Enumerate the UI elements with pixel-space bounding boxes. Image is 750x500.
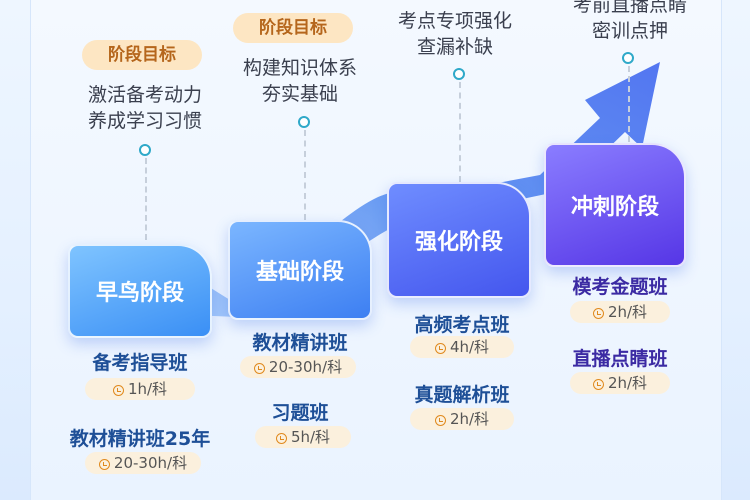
connector-line-3 [459,82,461,182]
course-hours-2-2: 5h/科 [255,426,351,448]
course-hours-1-1: 1h/科 [85,378,195,400]
goal-text-1-line-2: 养成学习习惯 [87,110,202,132]
goal-text-3-line-2: 查漏补缺 [416,36,493,58]
connector-line-2 [304,130,306,220]
course-hours-3-1: 4h/科 [410,336,514,358]
goal-text-2-line-1: 构建知识体系 [242,57,357,79]
goal-text-1-line-1: 激活备考动力 [87,84,202,106]
course-hours-4-2: 2h/科 [570,372,670,394]
course-1-1[interactable]: 备考指导班 [92,352,188,374]
connector-line-1 [145,158,147,240]
dot-icon [453,68,465,80]
hours-text: 1h/科 [127,380,168,398]
clock-icon [434,415,446,426]
stage-card-sprint[interactable]: 冲刺阶段 [544,143,686,267]
stage-card-early-bird[interactable]: 早鸟阶段 [68,244,212,338]
clock-icon [112,385,124,396]
clock-icon [434,343,446,354]
connector-line-4 [628,66,630,142]
course-1-2[interactable]: 教材精讲班25年 [69,428,211,450]
course-3-2[interactable]: 真题解析班 [414,384,510,406]
course-2-2[interactable]: 习题班 [271,402,329,424]
hours-text: 20-30h/科 [268,358,343,376]
clock-icon [275,433,287,444]
course-2-1[interactable]: 教材精讲班 [252,332,348,354]
course-4-2[interactable]: 直播点睛班 [572,348,668,370]
clock-icon [592,308,604,319]
course-4-1[interactable]: 模考金题班 [572,276,668,298]
dot-icon [139,144,151,156]
clock-icon [592,379,604,390]
course-3-1[interactable]: 高频考点班 [414,314,510,336]
clock-icon [253,363,265,374]
stage-card-intensive[interactable]: 强化阶段 [387,182,531,298]
goal-tag-1: 阶段目标 [82,40,202,70]
hours-text: 2h/科 [607,374,648,392]
dot-icon [622,52,634,64]
goal-tag-2: 阶段目标 [233,13,353,43]
dot-icon [298,116,310,128]
course-hours-2-1: 20-30h/科 [240,356,356,378]
course-hours-3-2: 2h/科 [410,408,514,430]
hours-text: 4h/科 [449,338,490,356]
goal-text-3-line-1: 考点专项强化 [397,10,512,32]
goal-text-4-line-2: 密训点押 [591,20,668,42]
hours-text: 2h/科 [607,303,648,321]
goal-text-2-line-2: 夯实基础 [261,83,338,105]
hours-text: 20-30h/科 [113,454,188,472]
stage-card-foundation[interactable]: 基础阶段 [228,220,372,320]
course-hours-4-1: 2h/科 [570,301,670,323]
hours-text: 2h/科 [449,410,490,428]
hours-text: 5h/科 [290,428,331,446]
goal-text-4-line-1: 考前直播点睛 [572,0,687,16]
clock-icon [98,459,110,470]
course-hours-1-2: 20-30h/科 [85,452,201,474]
